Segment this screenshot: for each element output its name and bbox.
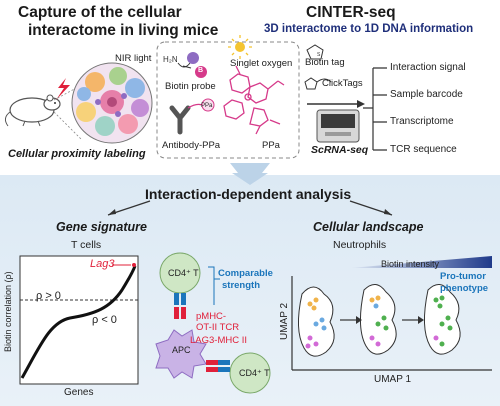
output-tcr-sequence: TCR sequence <box>390 144 457 155</box>
umap-cluster-2 <box>360 284 397 355</box>
biotin-probe-icon: H₂N <box>163 52 207 78</box>
singlet-oxygen-icon <box>228 35 252 59</box>
scrna-seq-label: ScRNA-seq <box>311 144 369 156</box>
cellular-proximity-caption: Cellular proximity labeling <box>8 148 146 160</box>
top-left-title-line1: Capture of the cellular <box>18 4 182 21</box>
comparable-line1: Comparable <box>218 268 273 279</box>
ppa-label: PPa <box>262 140 280 151</box>
t-cells-label: T cells <box>71 239 102 251</box>
biotin-tag-icon: S <box>306 44 324 60</box>
ppa-small-label: PPa <box>201 103 213 109</box>
branch-arrows <box>107 200 393 216</box>
svg-text:H₂N: H₂N <box>163 55 178 64</box>
cell-interaction-diagram <box>155 252 271 394</box>
nir-light-label: NIR light <box>115 53 152 64</box>
apc-label: APC <box>172 345 191 355</box>
umap2-label: UMAP 2 <box>279 302 290 340</box>
cd4-top-label: CD4⁺ T <box>168 268 199 278</box>
genes-xlabel: Genes <box>64 387 94 398</box>
analysis-title: Interaction-dependent analysis <box>145 186 352 202</box>
clicktags-icon <box>304 77 332 90</box>
b-badge: B <box>198 67 204 74</box>
pro-tumor-line2: phenotype <box>440 283 489 294</box>
pmhc-line2: OT-II TCR <box>196 322 240 333</box>
neutrophils-label: Neutrophils <box>333 239 387 251</box>
ppa-molecule-icon <box>223 65 285 135</box>
cd4-bottom-cell <box>229 352 271 394</box>
lag3-label: Lag3 <box>90 258 115 270</box>
biotin-intensity-label: Biotin intensity <box>381 259 440 269</box>
singlet-oxygen-label: Singlet oxygen <box>230 58 293 69</box>
correlation-curve <box>20 265 137 379</box>
biotin-intensity-wedge <box>350 256 492 268</box>
cd4-top-cell <box>159 252 201 294</box>
lightning-icon <box>56 78 70 100</box>
clicktags-label: ClickTags <box>322 78 363 89</box>
umap1-label: UMAP 1 <box>374 374 412 385</box>
umap-plot <box>291 256 492 371</box>
top-illustration: H₂N <box>4 35 300 159</box>
antibody-icon <box>169 98 215 135</box>
comparable-line2: strength <box>222 280 260 291</box>
top-left-title-line2: interactome in living mice <box>28 22 219 39</box>
apc-cell <box>155 329 207 379</box>
rho-negative-label: ρ < 0 <box>92 314 117 326</box>
biotin-tag-label: Biotin tag <box>305 57 345 68</box>
pro-tumor-line1: Pro-tumor <box>440 271 486 282</box>
mouse-icon <box>4 94 61 127</box>
down-arrow-icon <box>230 163 270 185</box>
output-interaction-signal: Interaction signal <box>390 62 466 73</box>
cinter-seq-title: CINTER-seq <box>306 4 396 21</box>
output-transcriptome: Transcriptome <box>390 116 454 127</box>
cell-cluster-icon <box>71 62 153 144</box>
cinter-seq-subtitle: 3D interactome to 1D DNA information <box>264 23 474 35</box>
cd4-bottom-label: CD4⁺ T <box>239 368 270 378</box>
svg-text:S: S <box>317 52 321 58</box>
biotin-probe-label: Biotin probe <box>165 81 216 92</box>
cinter-seq-diagram: S <box>304 44 387 151</box>
lag3-mhc-label: LAG3-MHC II <box>190 335 248 346</box>
umap-cluster-1 <box>298 286 335 357</box>
umap-cluster-3 <box>424 284 461 355</box>
gene-correlation-plot <box>19 255 139 385</box>
antibody-ppa-label: Antibody-PPa <box>162 140 221 151</box>
pmhc-line1: pMHC- <box>196 311 227 322</box>
rho-positive-label: ρ > 0 <box>36 290 61 302</box>
ylabel-biotin-correlation: Biotin correlation (ρ) <box>3 271 13 352</box>
lag3-point <box>132 263 136 267</box>
cellular-landscape-title: Cellular landscape <box>313 220 424 234</box>
sequencer-icon <box>316 109 360 143</box>
gene-signature-title: Gene signature <box>56 220 147 234</box>
output-sample-barcode: Sample barcode <box>390 89 463 100</box>
